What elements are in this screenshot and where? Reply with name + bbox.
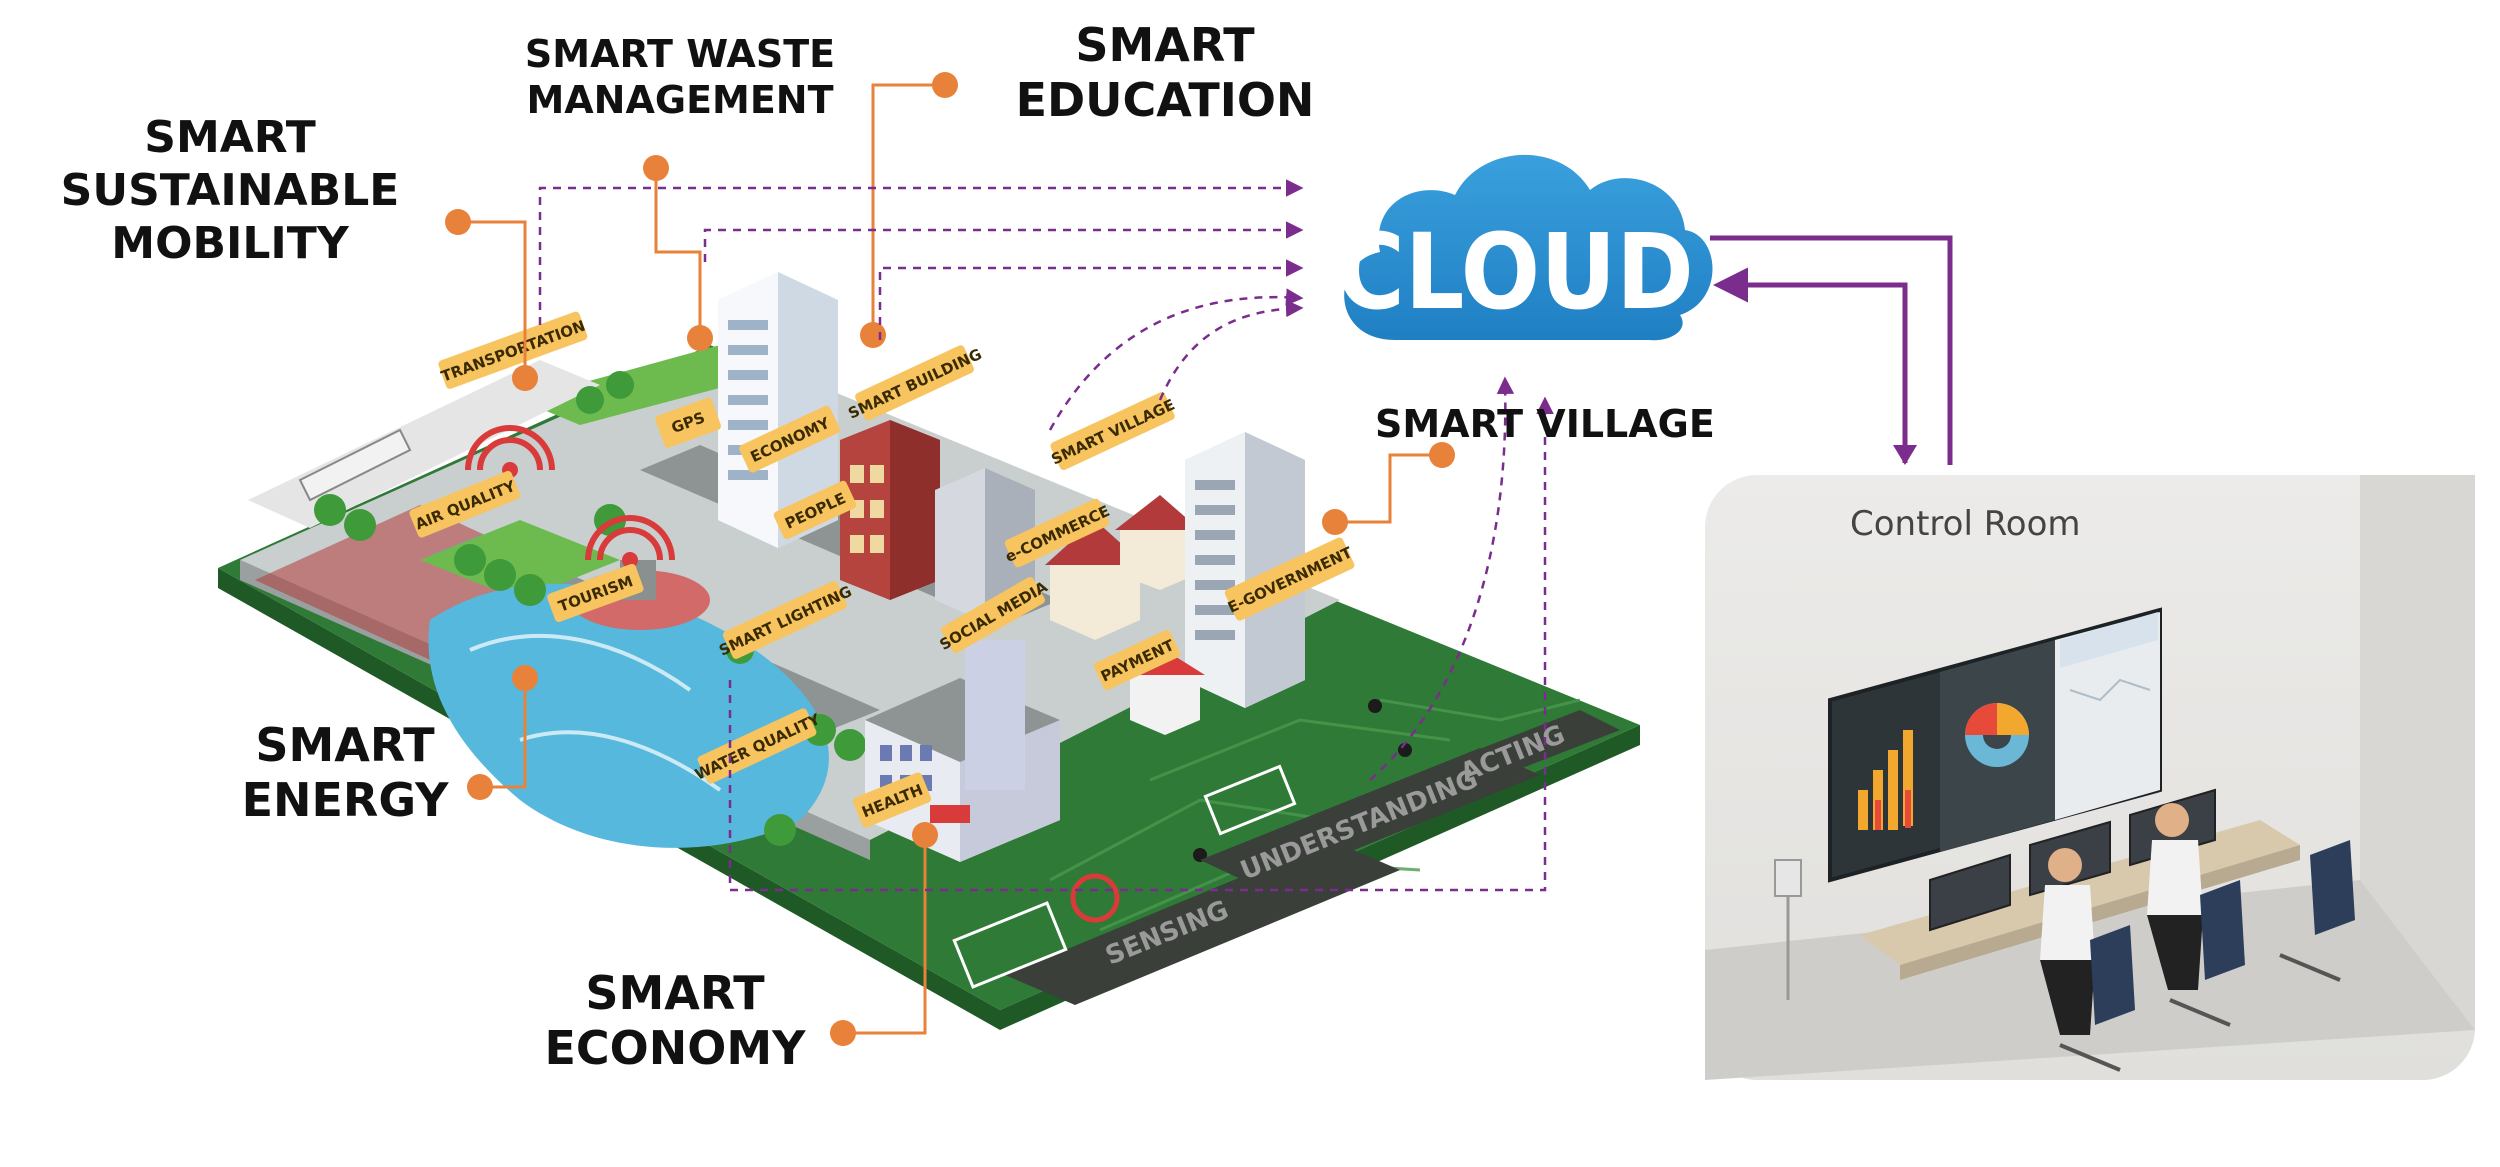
svg-text:SMART BUILDING: SMART BUILDING <box>845 345 984 423</box>
flow-to-cloud <box>538 179 1554 892</box>
flow-cloud-control <box>1710 235 1953 465</box>
operator-figures <box>2040 803 2203 1035</box>
label-smart-waste-management: SMART WASTE MANAGEMENT <box>524 32 836 122</box>
tag-gps: GPS <box>655 397 721 448</box>
label-smart-education: SMART EDUCATION <box>1015 18 1315 128</box>
cloud-icon: CLOUD <box>1336 154 1713 341</box>
control-room-title: Control Room <box>1850 504 2081 544</box>
city-board: SENSING UNDERSTANDING ACTING <box>218 272 1640 1030</box>
tag-smart-village: SMART VILLAGE <box>1048 392 1178 470</box>
label-smart-village: SMART VILLAGE <box>1375 402 1715 446</box>
cloud-label: CLOUD <box>1336 211 1694 333</box>
label-smart-sustainable-mobility: SMART SUSTAINABLE MOBILITY <box>60 112 400 269</box>
tag-smart-building: SMART BUILDING <box>845 345 984 423</box>
label-smart-economy: SMART ECONOMY <box>544 966 806 1076</box>
svg-text:SMART VILLAGE: SMART VILLAGE <box>1048 395 1177 468</box>
control-room: Control Room <box>1705 475 2475 1080</box>
leader-lines <box>458 83 1442 1035</box>
label-smart-energy: SMART ENERGY <box>241 718 449 828</box>
leader-dots <box>445 72 1455 1046</box>
